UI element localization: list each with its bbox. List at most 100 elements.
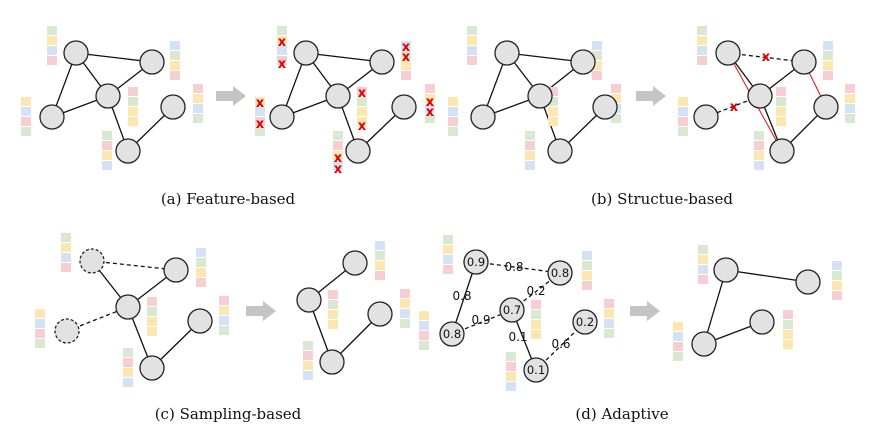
feature-cell: [582, 251, 592, 260]
graph-node: [187, 308, 213, 334]
feature-cell: [443, 265, 453, 274]
feature-cell: [21, 107, 31, 116]
feature-cell: [548, 107, 558, 116]
feature-cell: [277, 56, 287, 65]
feature-cell: [128, 97, 138, 106]
feature-cell: [678, 117, 688, 126]
sampled-out-node: [79, 248, 105, 274]
feature-cell: [754, 131, 764, 140]
sampled-out-edge: [91, 260, 177, 271]
feature-cell: [611, 84, 621, 93]
feature-cell: [35, 329, 45, 338]
feature-cell: [35, 339, 45, 348]
graph-nodes: [39, 40, 839, 383]
feature-cell: [170, 71, 180, 80]
feature-cell: [196, 278, 206, 287]
feature-cell: [525, 131, 535, 140]
feature-cell: [548, 97, 558, 106]
masked-feature-mark: x: [358, 86, 367, 101]
feature-cell: [123, 348, 133, 357]
feature-cell: [196, 268, 206, 277]
feature-cell: [147, 307, 157, 316]
feature-cell: [783, 330, 793, 339]
feature-cell: [303, 361, 313, 370]
feature-cell: [357, 97, 367, 106]
feature-cell: [47, 56, 57, 65]
feature-cell: [525, 151, 535, 160]
feature-cell: [255, 107, 265, 116]
feature-cell: [678, 127, 688, 136]
feature-cell: [832, 271, 842, 280]
graph-node: [691, 331, 717, 357]
feature-cell: [400, 319, 410, 328]
feature-cell: [375, 271, 385, 280]
feature-cell: [832, 281, 842, 290]
feature-cell: [102, 131, 112, 140]
graph-node: [39, 104, 65, 130]
feature-cell: [698, 245, 708, 254]
feature-cell: [419, 331, 429, 340]
feature-cell: [467, 36, 477, 45]
masked-feature-mark: x: [426, 105, 435, 120]
feature-cell: [401, 71, 411, 80]
feature-cell: [698, 265, 708, 274]
feature-cell: [400, 289, 410, 298]
feature-cell: [328, 290, 338, 299]
feature-cell: [697, 26, 707, 35]
feature-cell: [419, 321, 429, 330]
graph-node: [547, 138, 573, 164]
graph-node: [63, 40, 89, 66]
feature-cell: [303, 371, 313, 380]
edge-weight-label: 0.8: [504, 260, 523, 274]
graph-node: [439, 321, 465, 347]
feature-cell: [401, 61, 411, 70]
feature-cell: [783, 340, 793, 349]
feature-cell: [467, 56, 477, 65]
feature-cell: [604, 329, 614, 338]
graph-node: [463, 249, 489, 275]
feature-cell: [467, 26, 477, 35]
edge-weight-label: 0.2: [526, 284, 545, 298]
node-weight-label: 0.8: [551, 266, 569, 280]
feature-cell: [698, 275, 708, 284]
masked-feature-mark: x: [762, 50, 771, 65]
feature-cell: [333, 161, 343, 170]
feature-cell: [582, 271, 592, 280]
feature-cell: [823, 41, 833, 50]
feature-cell: [255, 97, 265, 106]
feature-cell: [277, 36, 287, 45]
feature-cell: [375, 241, 385, 250]
caption-feature-based: (a) Feature-based: [161, 190, 296, 208]
edge-weight-label: 0.6: [551, 337, 570, 351]
feature-cell: [47, 36, 57, 45]
feature-cell: [401, 51, 411, 60]
feature-cell: [548, 117, 558, 126]
feature-cell: [375, 251, 385, 260]
feature-cell: [193, 84, 203, 93]
graph-node: [747, 83, 773, 109]
masked-feature-mark: x: [334, 162, 343, 177]
feature-cell: [328, 310, 338, 319]
feature-cell: [448, 97, 458, 106]
feature-cell: [147, 297, 157, 306]
graph-node: [115, 138, 141, 164]
feature-cell: [425, 84, 435, 93]
feature-cell: [170, 61, 180, 70]
masked-feature-mark: x: [278, 35, 287, 50]
node-weight-label: 0.8: [443, 327, 461, 341]
feature-cell: [548, 87, 558, 96]
transition-arrow: [216, 86, 246, 106]
feature-cell: [506, 372, 516, 381]
feature-cell: [832, 291, 842, 300]
feature-cell: [35, 309, 45, 318]
node-weight-label: 0.1: [527, 363, 545, 377]
graph-node: [523, 357, 549, 383]
feature-cell: [783, 310, 793, 319]
feature-cell: [592, 41, 602, 50]
feature-cell: [611, 94, 621, 103]
feature-cell: [678, 97, 688, 106]
feature-cell: [531, 310, 541, 319]
graph-node: [499, 297, 525, 323]
feature-cell: [123, 358, 133, 367]
feature-cell: [357, 87, 367, 96]
